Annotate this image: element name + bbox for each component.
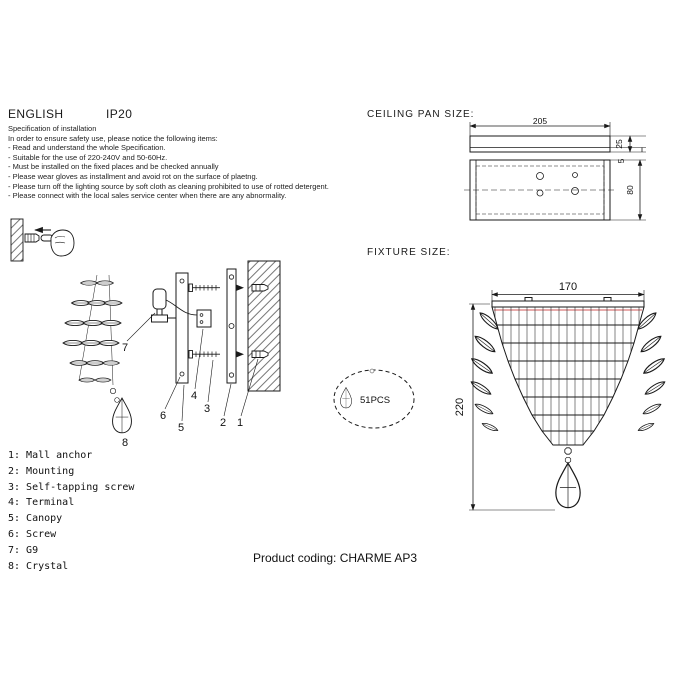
spec-item: - Please turn off the lighting source by…	[8, 181, 329, 191]
wall-anchor-symbols	[251, 284, 269, 358]
spec-item: - Must be installed on the fixed places …	[8, 162, 219, 172]
callout-5: 5	[178, 422, 184, 434]
callout-leaders	[126, 312, 259, 422]
spec-item: - Please wear gloves as installment and …	[8, 171, 258, 181]
spec-item: - Suitable for the use of 220-240V and 5…	[8, 152, 168, 162]
pan-lip-label: 5	[616, 158, 626, 163]
mounting-holes	[536, 172, 579, 197]
arrow-into-wall-icon	[236, 351, 244, 358]
terminal-block	[165, 299, 212, 328]
crystal-cascade	[62, 274, 132, 434]
anchor-hand-icon	[10, 218, 75, 262]
callout-6: 6	[160, 410, 166, 422]
fixture-tier-lines	[497, 324, 639, 432]
crystal-bead-icon	[369, 368, 375, 374]
pan-height-label: 80	[625, 185, 635, 195]
fixture-drawing: 170	[454, 281, 667, 511]
crystal-count-badge: 51PCS	[333, 368, 415, 429]
legend-item-7: 7: G9	[8, 544, 39, 556]
pan-side-profile	[469, 135, 611, 153]
legend-item-5: 5: Canopy	[8, 513, 63, 525]
fixture-height-label: 220	[454, 398, 466, 416]
ip-rating-label: IP20	[106, 107, 133, 121]
product-coding: Product coding: CHARME AP3	[253, 551, 418, 565]
canopy-part	[175, 272, 189, 384]
pan-depth-label: 25	[614, 139, 624, 149]
parts-legend: 1: Mall anchor 2: Mounting 3: Self-tappi…	[8, 448, 134, 574]
callout-numbers: 7 6 5 4 3 2 1 8	[122, 342, 243, 449]
screw-symbols	[188, 283, 220, 359]
spec-intro: In order to ensure safety use, please no…	[8, 133, 218, 143]
dim-220	[469, 303, 555, 511]
fixture-body	[491, 306, 645, 446]
callout-7: 7	[122, 342, 128, 354]
crystal-count-label: 51PCS	[360, 395, 390, 406]
dim-170	[491, 290, 645, 301]
mounting-plate	[226, 268, 237, 384]
fixture-top-bar	[491, 297, 645, 308]
spec-item: - Please connect with the local sales se…	[8, 191, 287, 201]
installation-spec: Specification of installation In order t…	[8, 124, 329, 201]
pan-width-label: 205	[533, 116, 547, 126]
dim-right	[610, 135, 646, 221]
legend-item-8: 8: Crystal	[8, 560, 69, 572]
bottom-drop-chain	[555, 447, 581, 509]
ceiling-pan-drawing: 205 25 5 80	[464, 116, 646, 221]
spec-item: - Read and understand the whole Specific…	[8, 143, 166, 153]
callout-4: 4	[191, 390, 197, 402]
wall-section	[247, 260, 281, 392]
language-label: ENGLISH	[8, 107, 64, 121]
arrow-into-wall-icon	[236, 284, 244, 291]
fixture-size-title: FIXTURE SIZE:	[367, 247, 451, 258]
dim-205	[469, 122, 611, 136]
legend-item-6: 6: Screw	[8, 528, 57, 540]
legend-item-1: 1: Mall anchor	[8, 450, 93, 461]
legend-item-3: 3: Self-tapping screw	[8, 481, 135, 493]
spec-title: Specification of installation	[8, 124, 97, 133]
installation-diagram: 7 6 5 4 3 2 1 8	[62, 260, 281, 449]
legend-item-4: 4: Terminal	[8, 497, 75, 509]
callout-2: 2	[220, 417, 226, 429]
callout-8: 8	[122, 437, 128, 449]
g9-bulb	[151, 288, 176, 323]
callout-3: 3	[204, 403, 210, 415]
callout-1: 1	[237, 417, 243, 429]
fixture-width-label: 170	[559, 281, 577, 293]
hand-icon	[40, 229, 75, 257]
anchor-plug-icon	[24, 233, 40, 243]
legend-item-2: 2: Mounting	[8, 465, 75, 477]
crystal-drop-icon	[340, 387, 352, 409]
ceiling-pan-size-title: CEILING PAN SIZE:	[367, 109, 475, 120]
